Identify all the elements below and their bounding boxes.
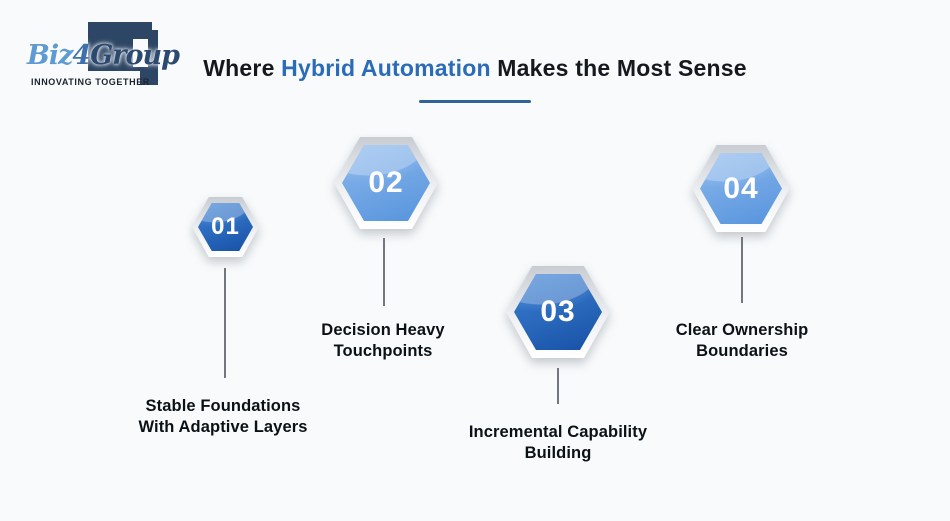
hexagon-rim: 02 [334, 137, 438, 229]
connector-line-01 [224, 268, 226, 378]
step-label-02-line1: Decision Heavy [321, 321, 445, 339]
step-label-04: Clear Ownership Boundaries [632, 320, 852, 362]
step-label-02-line2: Touchpoints [333, 342, 433, 360]
step-label-04-line1: Clear Ownership [675, 321, 809, 339]
step-number-02: 02 [368, 166, 404, 199]
step-label-01: Stable Foundations With Adaptive Layers [113, 396, 333, 438]
step-label-03: Incremental Capability Building [428, 422, 688, 464]
step-label-02: Decision Heavy Touchpoints [273, 320, 493, 362]
hexagon-face: 02 [342, 145, 430, 221]
step-label-03-line2: Building [524, 444, 592, 462]
logo-bracket-icon [88, 22, 158, 85]
hexagon-step-04: 04 [692, 145, 790, 232]
hexagon-step-01: 01 [192, 197, 259, 257]
step-label-04-line2: Boundaries [696, 342, 788, 360]
hexagon-rim: 04 [692, 145, 790, 232]
hexagon-face: 01 [198, 203, 253, 251]
step-number-01: 01 [211, 213, 240, 240]
hexagon-step-02: 02 [334, 137, 438, 229]
connector-line-04 [741, 237, 743, 303]
page-title: Where Hybrid Automation Makes the Most S… [0, 55, 950, 82]
hexagon-step-03: 03 [506, 266, 610, 358]
title-underline [419, 100, 531, 103]
logo-text-biz: Biz [27, 40, 73, 71]
hexagon-face: 03 [514, 274, 602, 350]
title-suffix: Makes the Most Sense [490, 55, 747, 81]
step-label-01-line1: Stable Foundations [145, 397, 301, 415]
logo-tagline: INNOVATING TOGETHER [31, 77, 150, 87]
logo-text-four: 4 [72, 40, 91, 71]
connector-line-03 [557, 368, 559, 404]
step-number-04: 04 [723, 171, 759, 205]
hexagon-rim: 01 [192, 197, 259, 257]
logo-text-group: Group [90, 40, 180, 71]
hexagon-rim: 03 [506, 266, 610, 358]
step-label-03-line1: Incremental Capability [468, 423, 648, 441]
title-highlight: Hybrid Automation [281, 55, 491, 81]
step-label-01-line2: With Adaptive Layers [138, 418, 308, 436]
biz4group-logo: Biz4Group [27, 40, 180, 71]
connector-line-02 [383, 238, 385, 306]
title-prefix: Where [203, 55, 282, 81]
hexagon-face: 04 [700, 153, 782, 224]
step-number-03: 03 [540, 295, 576, 328]
